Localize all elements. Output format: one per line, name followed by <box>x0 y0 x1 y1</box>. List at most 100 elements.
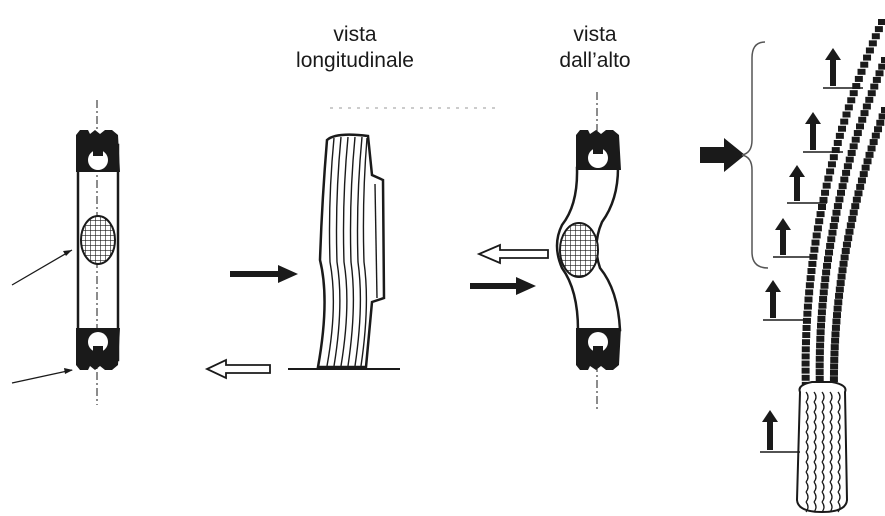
tread-block <box>876 70 884 76</box>
tread-block <box>817 323 825 329</box>
tread-block <box>834 203 842 209</box>
tread-block <box>866 152 874 158</box>
tread-block <box>833 312 841 318</box>
bottom-bead <box>76 328 120 370</box>
tread-block <box>841 254 849 260</box>
tread-block <box>816 369 824 375</box>
tread-block <box>805 297 813 303</box>
top-view <box>470 92 621 410</box>
top-bead-top-view <box>576 130 621 170</box>
tread-block <box>858 117 866 123</box>
rolling-tire <box>797 382 847 512</box>
tread-block <box>868 90 876 96</box>
tread-block <box>865 97 873 103</box>
tread-block <box>842 170 850 176</box>
tread-block <box>802 361 810 367</box>
tread-block <box>873 77 881 83</box>
tread-block <box>822 269 830 275</box>
tread-block <box>875 26 883 32</box>
tread-block <box>840 177 848 183</box>
tread-block <box>847 222 855 228</box>
curly-brace <box>742 42 768 268</box>
tread-block <box>872 133 880 139</box>
force-arrow-right-top <box>470 277 536 295</box>
tread-block <box>830 363 838 369</box>
track-left <box>802 19 885 395</box>
tread-block <box>874 126 882 132</box>
tread-block <box>850 143 858 149</box>
up-arrow <box>823 48 863 88</box>
up-arrow <box>773 218 813 257</box>
tread-block <box>831 344 839 350</box>
tread-block <box>837 190 845 196</box>
longitudinal-view <box>207 108 500 378</box>
bottom-bead-top-view <box>576 328 621 370</box>
tread-block <box>820 289 828 295</box>
tread-block <box>830 357 838 363</box>
tread-block <box>838 126 846 132</box>
tread-block <box>852 137 860 143</box>
tread-block <box>854 190 862 196</box>
tread-block <box>828 161 836 167</box>
tread-block <box>816 343 824 349</box>
tread-block <box>832 325 840 331</box>
tread-block <box>860 171 868 177</box>
tread-block <box>848 150 856 156</box>
tread-block <box>814 225 822 231</box>
tread-block <box>832 210 840 216</box>
tread-block <box>818 303 826 309</box>
tread-block <box>842 248 850 254</box>
up-arrow <box>760 410 800 452</box>
tread-block <box>869 40 877 46</box>
track-diagram <box>700 19 885 512</box>
tread-block <box>813 232 821 238</box>
tread-block <box>821 276 829 282</box>
tread-block <box>832 319 840 325</box>
tread-block <box>820 283 828 289</box>
tread-block <box>834 140 842 146</box>
tread-block <box>872 33 880 39</box>
big-pointer-arrow <box>700 138 745 172</box>
tread-block <box>840 119 848 125</box>
tread-block <box>848 216 856 222</box>
tread-block <box>870 139 878 145</box>
tread-block <box>817 316 825 322</box>
tread-block <box>823 183 831 189</box>
tread-block <box>856 184 864 190</box>
reaction-arrow-left-top <box>479 245 548 263</box>
tread-block <box>845 229 853 235</box>
tread-block <box>815 218 823 224</box>
tread-block <box>807 268 815 274</box>
pointer-line-lower <box>12 370 72 383</box>
tread-block <box>844 163 852 169</box>
tread-block <box>828 230 836 236</box>
tread-block <box>816 349 824 355</box>
tread-block <box>802 332 810 338</box>
tread-block <box>879 113 885 119</box>
tread-block <box>861 110 869 116</box>
tread-block <box>823 263 831 269</box>
tread-block <box>863 103 871 109</box>
up-arrow <box>803 112 843 152</box>
tread-block <box>816 356 824 362</box>
tread-block <box>835 196 843 202</box>
tread-block <box>831 216 839 222</box>
contact-patch-shifted <box>560 223 598 277</box>
tread-block <box>851 203 859 209</box>
up-arrow <box>763 280 803 320</box>
tread-block <box>844 235 852 241</box>
tread-block <box>834 306 842 312</box>
tread-block <box>807 275 815 281</box>
tread-block <box>818 204 826 210</box>
top-bead <box>76 130 120 172</box>
tread-block <box>863 55 871 61</box>
tread-block <box>870 84 878 90</box>
tread-block <box>854 130 862 136</box>
tread-block <box>831 338 839 344</box>
tread-block <box>847 97 855 103</box>
tread-block <box>881 107 885 113</box>
tread-block <box>830 223 838 229</box>
tread-block <box>862 165 870 171</box>
contact-patch <box>81 216 115 264</box>
